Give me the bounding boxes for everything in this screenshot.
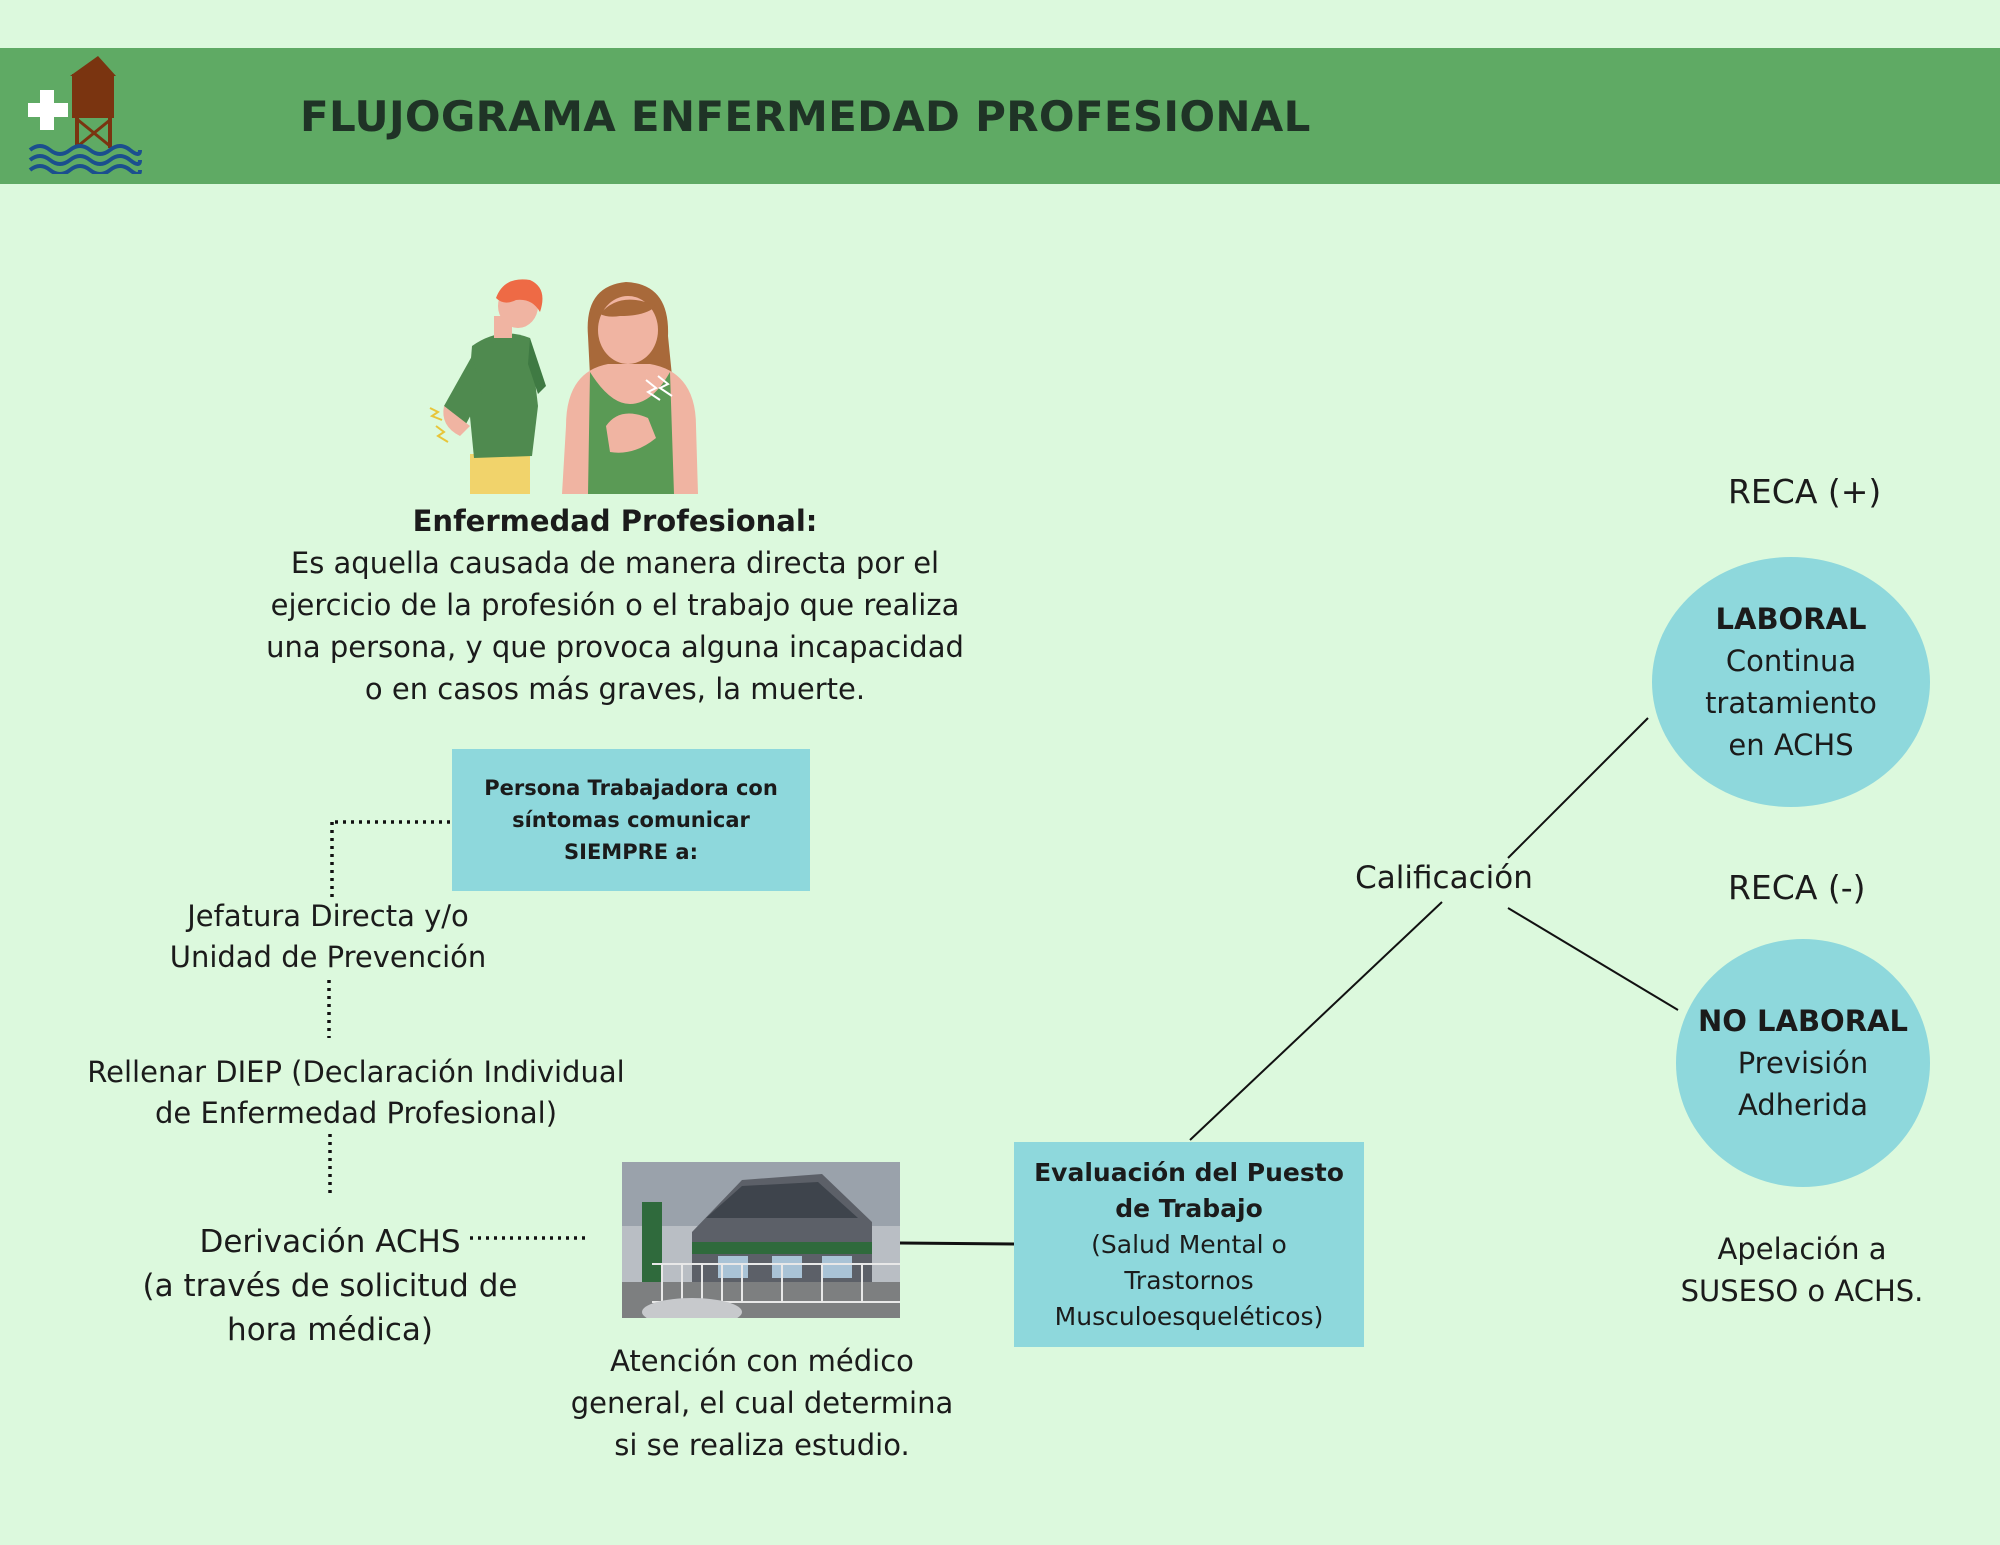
attention-line: si se realiza estudio. [614, 1428, 910, 1462]
attention-step: Atención con médico general, el cual det… [548, 1340, 976, 1466]
two-workers-with-pain-illustration [420, 276, 786, 498]
laboral-line: Continua [1725, 644, 1857, 678]
worker-box-line: Persona Trabajadora con [484, 776, 778, 800]
derivation-line: (a través de solicitud de [142, 1268, 518, 1304]
definition-line: o en casos más graves, la muerte. [364, 672, 866, 706]
stilt-house-medical-cross-waves-icon [26, 54, 142, 176]
supervisor-line: Jefatura Directa y/o [187, 899, 469, 933]
evaluation-detail-line: Musculoesqueléticos) [1054, 1301, 1324, 1331]
attention-line: Atención con médico [610, 1344, 914, 1378]
derivation-step: Derivación ACHS (a través de solicitud d… [120, 1220, 540, 1352]
solid-connector [899, 1241, 1015, 1246]
appeal-line: Apelación a [1717, 1232, 1887, 1266]
diep-step: Rellenar DIEP (Declaración Individual de… [58, 1052, 654, 1134]
header-bar [0, 48, 2000, 184]
definition-line: Es aquella causada de manera directa por… [290, 546, 940, 580]
diep-line: Rellenar DIEP (Declaración Individual [87, 1055, 625, 1089]
page-title: FLUJOGRAMA ENFERMEDAD PROFESIONAL [300, 92, 1311, 141]
solid-connector [1189, 901, 1443, 1141]
definition-block: Enfermedad Profesional: Es aquella causa… [220, 500, 1010, 710]
worker-box-line: síntomas comunicar [512, 808, 750, 832]
no-laboral-outcome-circle: NO LABORAL Previsión Adherida [1676, 939, 1930, 1187]
reca-positive-label: RECA (+) [1728, 472, 1882, 511]
worker-symptoms-box: Persona Trabajadora con síntomas comunic… [452, 749, 810, 891]
definition-line: ejercicio de la profesión o el trabajo q… [270, 588, 960, 622]
attention-line: general, el cual determina [570, 1386, 954, 1420]
derivation-line: hora médica) [227, 1312, 433, 1348]
evaluation-title: Evaluación del Puesto de Trabajo [1034, 1157, 1344, 1223]
worker-box-line: SIEMPRE a: [564, 840, 698, 864]
laboral-outcome-circle: LABORAL Continua tratamiento en ACHS [1652, 557, 1930, 807]
no-laboral-line: Previsión [1737, 1046, 1869, 1080]
diep-line: de Enfermedad Profesional) [154, 1096, 558, 1130]
supervisor-line: Unidad de Prevención [169, 940, 487, 974]
solid-connector [1507, 907, 1679, 1011]
laboral-line: en ACHS [1728, 728, 1854, 762]
evaluation-detail-line: Trastornos [1124, 1265, 1254, 1295]
definition-title: Enfermedad Profesional: [412, 504, 818, 538]
achs-building-photo [622, 1162, 900, 1326]
laboral-line: tratamiento [1705, 686, 1877, 720]
appeal-text: Apelación a SUSESO o ACHS. [1660, 1228, 1944, 1312]
laboral-title: LABORAL [1715, 602, 1867, 636]
solid-connector [1507, 717, 1649, 859]
supervisor-step: Jefatura Directa y/o Unidad de Prevenció… [128, 896, 528, 978]
appeal-line: SUSESO o ACHS. [1680, 1274, 1924, 1308]
derivation-line: Derivación ACHS [199, 1224, 461, 1260]
evaluation-detail-line: (Salud Mental o [1091, 1229, 1287, 1259]
no-laboral-line: Adherida [1737, 1088, 1869, 1122]
definition-line: una persona, y que provoca alguna incapa… [266, 630, 964, 664]
reca-negative-label: RECA (-) [1728, 868, 1866, 907]
qualification-label: Calificación [1355, 860, 1533, 896]
no-laboral-title: NO LABORAL [1698, 1004, 1908, 1038]
workplace-evaluation-box: Evaluación del Puesto de Trabajo (Salud … [1014, 1142, 1364, 1347]
